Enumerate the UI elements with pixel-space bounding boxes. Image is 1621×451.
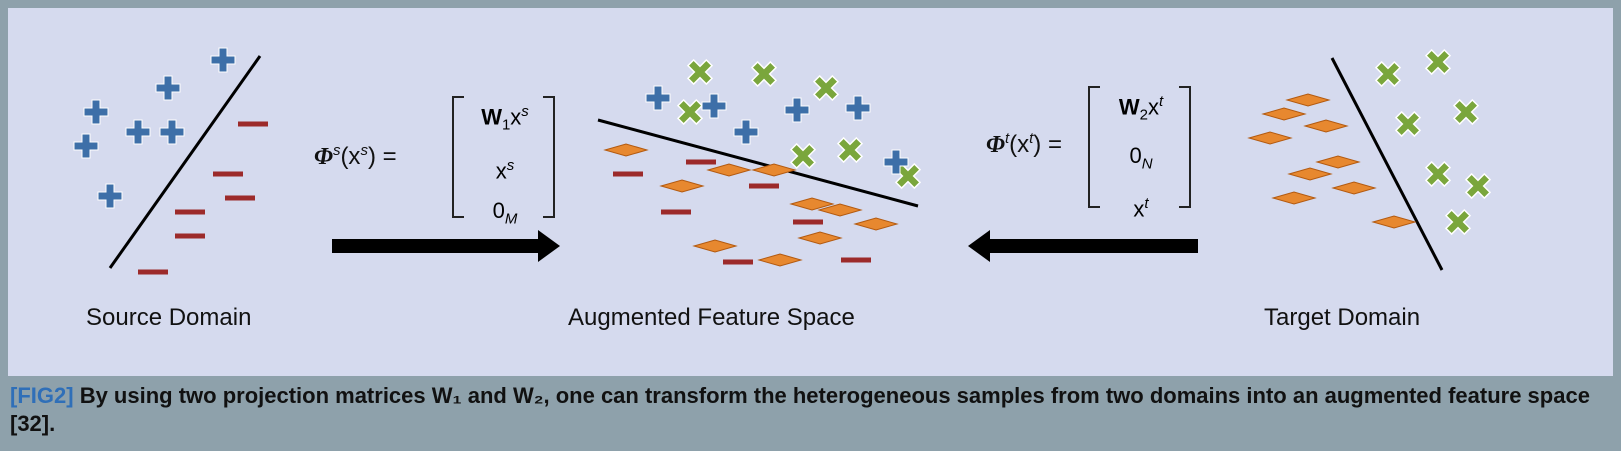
diamond-marker-icon — [603, 143, 649, 157]
plus-marker-icon — [784, 97, 810, 123]
diamond-marker-icon — [1285, 93, 1331, 107]
diamond-marker-icon — [1287, 167, 1333, 181]
augmented-decision-boundary — [597, 118, 919, 208]
diamond-marker-icon — [659, 179, 705, 193]
target-map-vector: W2xt 0N xt — [1118, 93, 1164, 222]
plus-marker-icon — [645, 85, 671, 111]
plus-marker-icon — [845, 95, 871, 121]
target-to-augmented-arrow — [968, 230, 1198, 262]
cross-marker-icon — [812, 74, 840, 102]
caption-text: By using two projection matrices W₁ and … — [10, 383, 1590, 436]
minus-marker-icon — [175, 209, 205, 215]
diamond-marker-icon — [789, 197, 835, 211]
plus-marker-icon — [83, 99, 109, 125]
cross-marker-icon — [676, 98, 704, 126]
augmented-space-label: Augmented Feature Space — [568, 304, 855, 331]
source-bracket-left — [452, 96, 464, 218]
diamond-marker-icon — [1371, 215, 1417, 229]
figure-panel: Source Domain Augmented Feature Space Ta… — [8, 8, 1613, 376]
diamond-marker-icon — [1315, 155, 1361, 169]
minus-marker-icon — [213, 171, 243, 177]
minus-marker-icon — [841, 257, 871, 263]
diagram-canvas — [73, 47, 1492, 275]
minus-marker-icon — [749, 183, 779, 189]
minus-marker-icon — [686, 159, 716, 165]
plus-marker-icon — [733, 119, 759, 145]
source-bracket-right — [543, 96, 555, 218]
minus-marker-icon — [225, 195, 255, 201]
cross-marker-icon — [1444, 208, 1472, 236]
cross-marker-icon — [836, 136, 864, 164]
diamond-marker-icon — [751, 163, 797, 177]
plus-marker-icon — [73, 133, 99, 159]
minus-marker-icon — [613, 171, 643, 177]
diamond-marker-icon — [1331, 181, 1377, 195]
diamond-marker-icon — [692, 239, 738, 253]
diamond-marker-icon — [817, 203, 863, 217]
target-domain-label: Target Domain — [1264, 304, 1421, 331]
diamond-marker-icon — [757, 253, 803, 267]
figure-caption: [FIG2] By using two projection matrices … — [10, 382, 1610, 438]
plus-marker-icon — [883, 149, 909, 175]
cross-marker-icon — [750, 60, 778, 88]
minus-marker-icon — [793, 219, 823, 225]
minus-marker-icon — [238, 121, 268, 127]
source-decision-boundary — [108, 55, 262, 269]
target-decision-boundary — [1330, 57, 1444, 271]
plus-marker-icon — [701, 93, 727, 119]
diamond-marker-icon — [1247, 131, 1293, 145]
target-bracket-right — [1179, 86, 1191, 208]
diamond-marker-icon — [1261, 107, 1307, 121]
cross-marker-icon — [1424, 48, 1452, 76]
figure-tag: [FIG2] — [10, 383, 74, 408]
diamond-marker-icon — [706, 163, 752, 177]
cross-marker-icon — [1464, 172, 1492, 200]
cross-marker-icon — [686, 58, 714, 86]
plus-marker-icon — [155, 75, 181, 101]
plus-marker-icon — [210, 47, 236, 73]
diamond-marker-icon — [797, 231, 843, 245]
plus-marker-icon — [159, 119, 185, 145]
cross-marker-icon — [1394, 110, 1422, 138]
source-to-augmented-arrow — [332, 230, 560, 262]
minus-marker-icon — [661, 209, 691, 215]
minus-marker-icon — [175, 233, 205, 239]
plus-marker-icon — [97, 183, 123, 209]
minus-marker-icon — [138, 269, 168, 275]
diamond-marker-icon — [1271, 191, 1317, 205]
target-map-lhs: Φt(xt) = — [986, 130, 1062, 158]
minus-marker-icon — [723, 259, 753, 265]
diamond-marker-icon — [853, 217, 899, 231]
diamond-marker-icon — [1303, 119, 1349, 133]
cross-marker-icon — [1374, 60, 1402, 88]
plus-marker-icon — [125, 119, 151, 145]
cross-marker-icon — [789, 142, 817, 170]
cross-marker-icon — [1452, 98, 1480, 126]
source-domain-label: Source Domain — [86, 304, 252, 331]
cross-marker-icon — [1424, 160, 1452, 188]
target-bracket-left — [1088, 86, 1100, 208]
source-map-vector: W1xs xs 0M — [481, 103, 529, 228]
source-map-lhs: Φs(xs) = — [314, 142, 397, 170]
